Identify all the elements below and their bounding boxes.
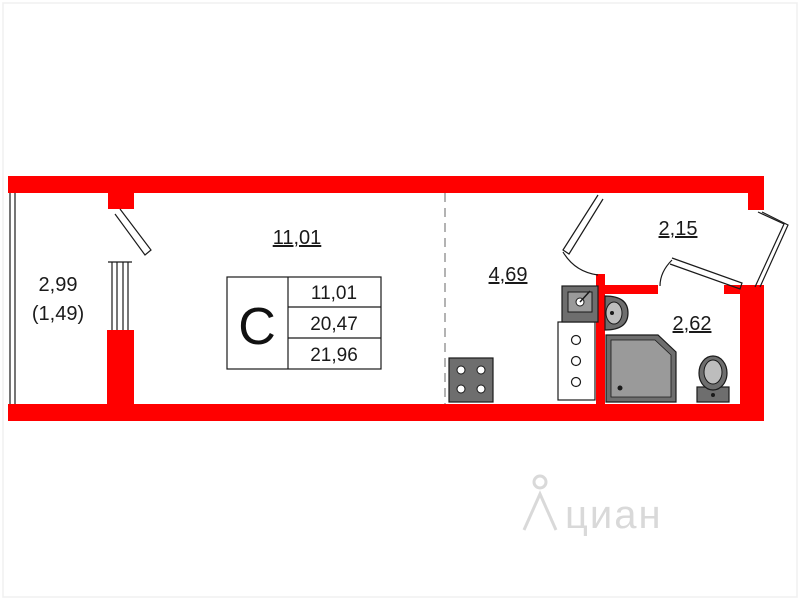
burner-mark — [570, 355, 582, 367]
total-area-value: 20,47 — [310, 314, 358, 335]
bathroom-wall-top-left — [596, 285, 658, 294]
bottom-wall — [8, 404, 764, 421]
kitchen-counter — [557, 321, 596, 401]
bathroom-area: 2,62 — [673, 313, 712, 335]
door-swing-icon — [114, 194, 789, 290]
washbasin-icon — [604, 295, 629, 331]
stove-icon — [448, 357, 494, 403]
kitchen-area: 4,69 — [489, 264, 528, 286]
shower-tray-icon — [605, 334, 677, 403]
sink-icon — [561, 285, 599, 323]
balcony — [9, 192, 132, 406]
watermark-text: циан — [565, 493, 663, 537]
hall-area: 2,15 — [659, 218, 698, 240]
toilet-icon — [696, 355, 730, 403]
total-with-balcony-value: 21,96 — [310, 345, 358, 366]
top-wall-stub — [108, 193, 134, 209]
right-wall — [740, 285, 764, 415]
summary-box: С 11,01 20,47 21,96 — [226, 276, 382, 370]
watermark: циан — [522, 474, 663, 537]
bathroom-wall-left — [596, 274, 605, 410]
burner-mark — [570, 334, 582, 346]
living-area-value: 11,01 — [311, 283, 357, 304]
apartment-type-letter: С — [238, 298, 276, 356]
walls — [8, 176, 764, 421]
top-wall-left — [8, 176, 598, 193]
top-wall-right — [748, 176, 764, 210]
living-room-area: 11,01 — [273, 227, 322, 249]
balcony-area: 2,99 — [39, 274, 78, 296]
balcony-area-reduced: (1,49) — [32, 303, 84, 325]
top-wall-mid — [598, 176, 748, 193]
burner-mark — [570, 376, 582, 388]
balcony-pier — [107, 330, 134, 406]
